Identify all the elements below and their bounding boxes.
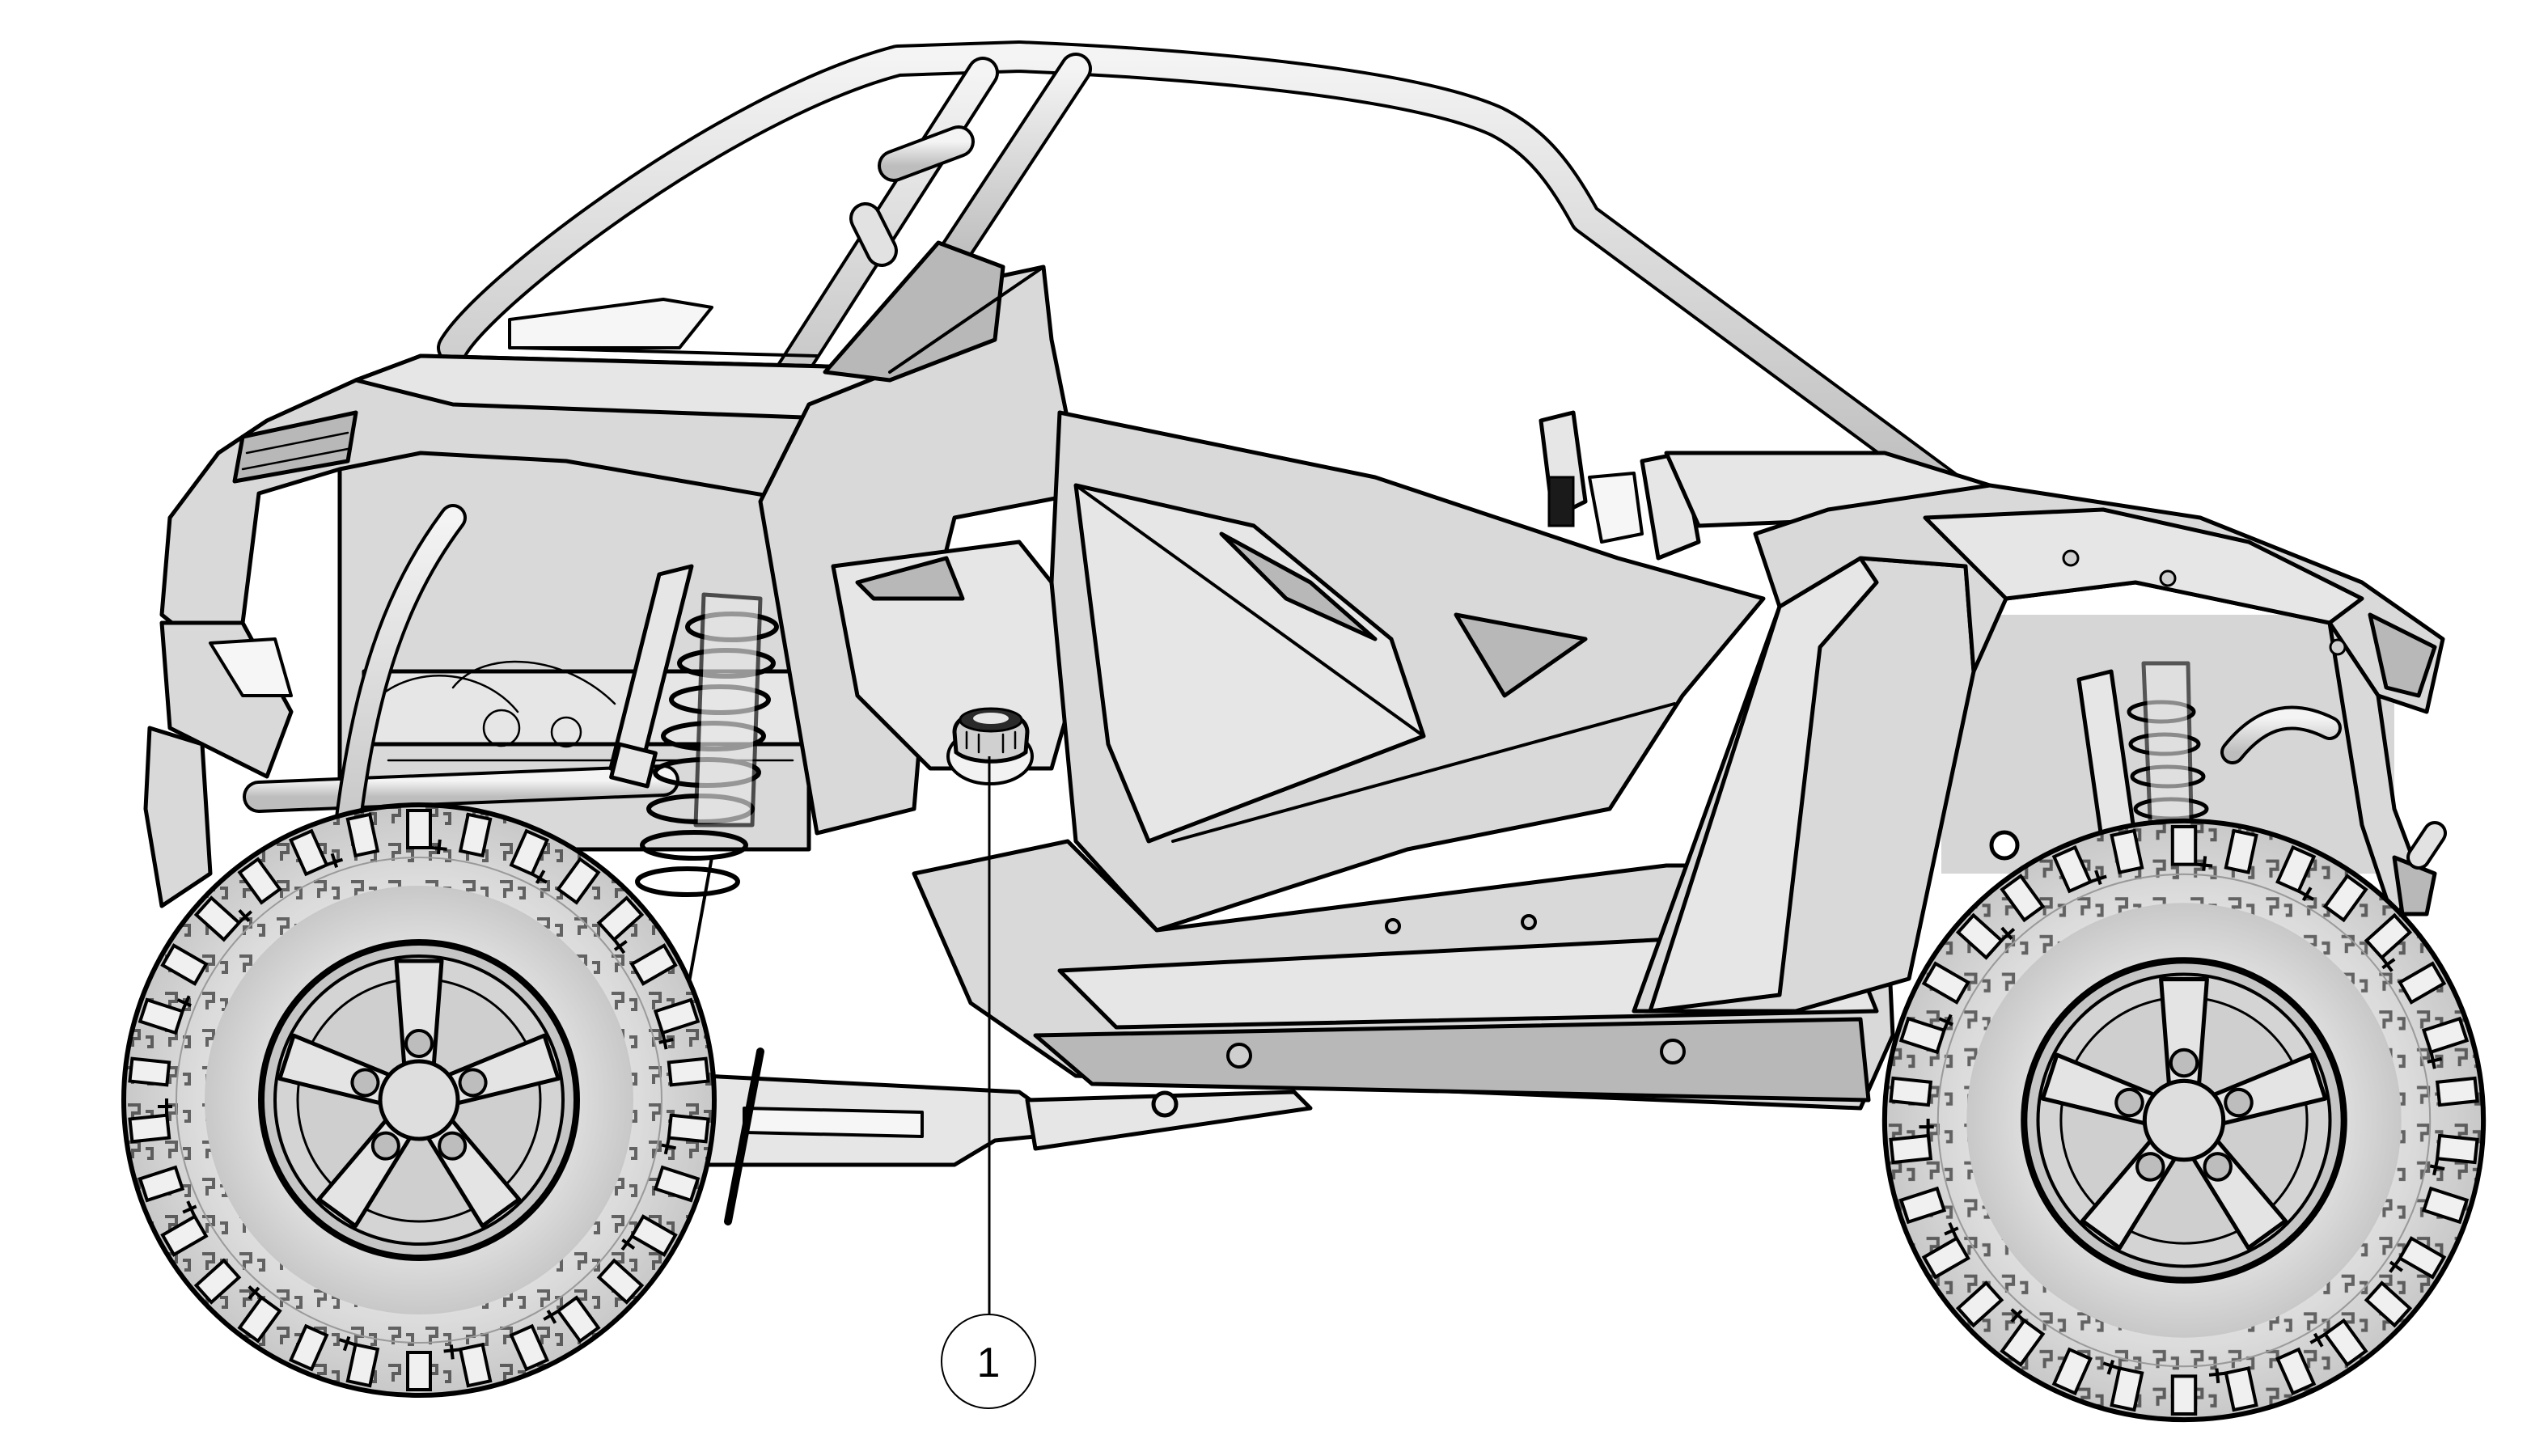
front-wheel: [1885, 821, 2483, 1420]
callout-1: 1: [941, 756, 1036, 1409]
door-panel: [1049, 410, 1766, 933]
trailing-arm: [685, 1048, 1313, 1225]
b-pillar-panel: [758, 240, 1070, 836]
rear-shock: [608, 564, 779, 1037]
roll-cage: [437, 40, 1974, 510]
front-body: [1632, 483, 2447, 1014]
callout-circle: [941, 1314, 1036, 1409]
rear-wheel: [124, 805, 714, 1395]
callout-label: 1: [977, 1340, 1001, 1386]
